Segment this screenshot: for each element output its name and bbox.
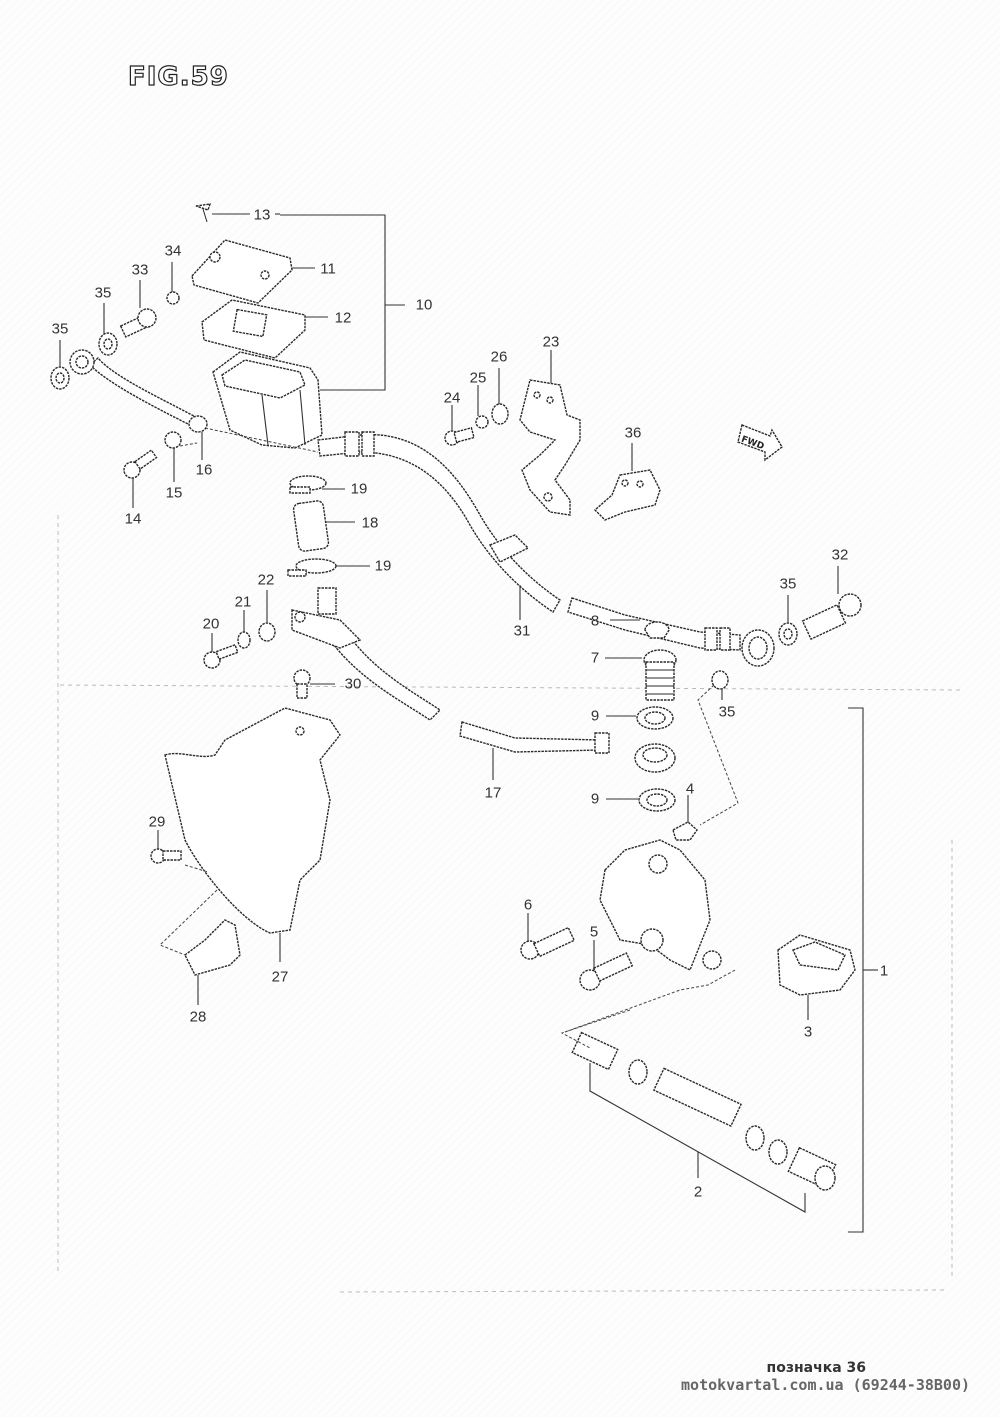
- callout-35-far-left: 35: [51, 320, 69, 338]
- callout-29: 29: [148, 813, 166, 831]
- part-27-cover: [164, 707, 341, 962]
- part-35-washer-b: [98, 303, 118, 356]
- callout-31: 31: [513, 622, 531, 640]
- footer-mark: позначка 36: [766, 1360, 866, 1376]
- part-12-diaphragm: [201, 299, 328, 359]
- callout-14: 14: [124, 510, 142, 528]
- callout-1: 1: [879, 962, 889, 980]
- part-13-screw: [195, 203, 280, 223]
- callout-35-right: 35: [779, 575, 797, 593]
- part-19-clamp-b: [287, 558, 370, 577]
- part-9-washer-a: [606, 706, 674, 730]
- callout-2: 2: [693, 1183, 703, 1201]
- part-4-boot: [672, 795, 698, 841]
- callout-9-upper: 9: [590, 707, 600, 725]
- part-26-washer: [491, 368, 509, 425]
- part-1-master-cylinder-body: [564, 839, 736, 1033]
- callout-10: 10: [415, 296, 433, 314]
- callout-12: 12: [334, 309, 352, 327]
- callout-6: 6: [523, 896, 533, 914]
- part-2-piston-kit: [560, 1009, 837, 1213]
- part-14-bolt: [123, 449, 158, 508]
- part-5-bolt: [579, 940, 634, 991]
- part-32-union-bolt: [801, 566, 862, 641]
- footer: позначка 36 motokvartal.com.ua (69244-38…: [681, 1360, 970, 1394]
- callout-17: 17: [484, 784, 502, 802]
- part-33-union-bolt: [119, 280, 157, 338]
- callout-5: 5: [589, 923, 599, 941]
- callout-27: 27: [271, 968, 289, 986]
- part-24-bolt: [444, 405, 475, 446]
- callout-3: 3: [803, 1023, 813, 1041]
- bracket-10: [280, 214, 405, 391]
- part-10-reservoir: [212, 351, 323, 449]
- part-29-bolt: [150, 830, 209, 873]
- part-15-washer: [164, 431, 198, 482]
- part-35-washer-a: [50, 340, 70, 390]
- part-3-switch: [777, 934, 856, 1020]
- part-20-bolt: [203, 633, 239, 669]
- part-30-bolt: [293, 669, 335, 699]
- callout-9-lower: 9: [590, 790, 600, 808]
- callout-35-lower: 35: [718, 703, 736, 721]
- callout-13: 13: [253, 206, 271, 224]
- part-35-washer-c: [778, 595, 798, 646]
- figure-title: FIG.59: [127, 61, 229, 92]
- callout-24: 24: [443, 389, 461, 407]
- footer-site-watermark: motokvartal.com.ua (69244-38B00): [681, 1376, 970, 1394]
- callout-30: 30: [344, 675, 362, 693]
- callout-8: 8: [590, 612, 600, 630]
- callout-19-upper: 19: [350, 480, 368, 498]
- part-17-hose: [328, 629, 676, 780]
- part-8-cap: [610, 619, 670, 639]
- callout-23: 23: [542, 333, 560, 351]
- part-21-washer: [237, 610, 251, 649]
- callout-35-left: 35: [94, 284, 112, 302]
- part-23-bracket: [519, 350, 581, 516]
- part-28-bracket: [159, 889, 241, 1005]
- part-11-reservoir-cap: [191, 239, 315, 304]
- callout-19-lower: 19: [374, 557, 392, 575]
- frame-line-bottom: [339, 1289, 946, 1293]
- part-9-washer-b: [606, 788, 676, 812]
- callout-18: 18: [361, 514, 379, 532]
- callout-36: 36: [624, 424, 642, 442]
- part-35-washer-d: [697, 670, 739, 826]
- part-25-washer: [475, 385, 489, 429]
- callout-25: 25: [469, 369, 487, 387]
- part-19-clamp-a: [289, 475, 345, 494]
- part-16-washer: [188, 415, 208, 460]
- callout-32: 32: [831, 546, 849, 564]
- part-36-clip: [593, 443, 661, 521]
- part-reservoir-hose-left: [69, 349, 319, 453]
- callout-7: 7: [590, 649, 600, 667]
- part-6-bolt: [520, 913, 576, 960]
- callout-16: 16: [195, 461, 213, 479]
- callout-15: 15: [165, 484, 183, 502]
- callout-11: 11: [320, 260, 336, 278]
- callout-22: 22: [257, 571, 275, 589]
- part-31-hose: [317, 431, 561, 620]
- part-18-hose-short: [292, 500, 355, 552]
- callout-28: 28: [189, 1008, 207, 1026]
- part-34-cap: [166, 262, 180, 305]
- fwd-direction-arrow: FWD: [737, 424, 783, 462]
- callout-33: 33: [131, 261, 149, 279]
- callout-20: 20: [202, 615, 220, 633]
- callout-34: 34: [164, 242, 182, 260]
- callout-4: 4: [685, 780, 695, 798]
- callout-21: 21: [234, 593, 252, 611]
- bracket-1: [848, 707, 878, 1233]
- part-22-washer: [258, 590, 276, 642]
- callout-26: 26: [490, 348, 508, 366]
- part-joint-fitting: [291, 587, 362, 649]
- part-7-bleeder-bolt: [605, 649, 677, 701]
- frame-line-mid: [59, 684, 961, 691]
